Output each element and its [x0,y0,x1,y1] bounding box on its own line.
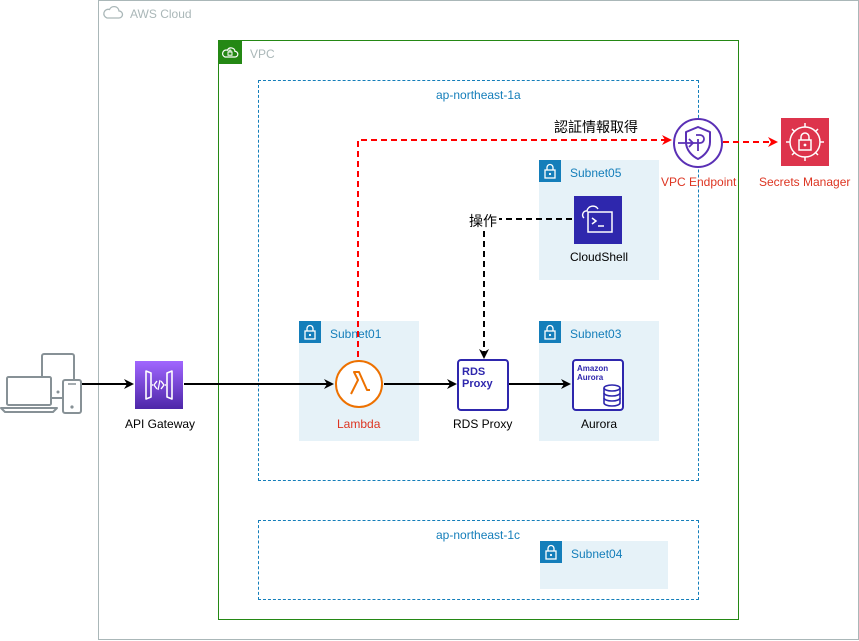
subnet05-label: Subnet05 [570,166,622,180]
lock-icon [299,321,321,343]
edge-label-get-credentials: 認証情報取得 [552,117,640,137]
vpc-label: VPC [250,47,275,61]
subnet03-label: Subnet03 [570,327,622,341]
edge-cloudshell-rdsproxy [479,218,572,359]
subnet01-label: Subnet01 [330,327,382,341]
vpc-endpoint-icon[interactable] [672,117,724,169]
edge-label-operation: 操作 [467,211,499,231]
lock-icon [539,160,561,182]
cloudshell-label: CloudShell [570,250,629,264]
aurora-label: Aurora [581,417,618,431]
vpc-icon [218,40,242,64]
rds-proxy-icon[interactable]: RDS Proxy [457,359,509,411]
aws-cloud-label: AWS Cloud [130,7,192,21]
lambda-label: Lambda [337,417,381,431]
secrets-manager-label: Secrets Manager [759,175,851,189]
api-gateway-icon[interactable] [135,361,183,409]
az-1a-group [258,80,699,481]
cloudshell-icon[interactable] [574,196,622,244]
az-1a-label: ap-northeast-1a [436,88,521,102]
lambda-icon[interactable] [334,359,384,409]
az-1c-group [258,520,699,600]
subnet04-label: Subnet04 [571,547,623,561]
rds-proxy-icon-text-1: RDS [462,366,485,378]
lock-icon [540,541,562,563]
aurora-icon-text-1: Amazon [577,364,608,373]
aurora-icon[interactable]: Amazon Aurora [572,359,624,411]
az-1c-label: ap-northeast-1c [436,528,521,542]
vpc-endpoint-label: VPC Endpoint [661,175,737,189]
api-gateway-label: API Gateway [125,417,196,431]
rds-proxy-icon-text-2: Proxy [462,378,493,390]
lock-icon [539,321,561,343]
aws-cloud-icon [103,5,124,19]
rds-proxy-label: RDS Proxy [453,417,513,431]
aurora-icon-text-2: Aurora [577,373,604,382]
vpc-group [218,40,739,620]
client-devices-icon [0,353,82,414]
edge-lambda-vpcendpoint [357,135,672,357]
secrets-manager-icon[interactable] [781,118,829,166]
